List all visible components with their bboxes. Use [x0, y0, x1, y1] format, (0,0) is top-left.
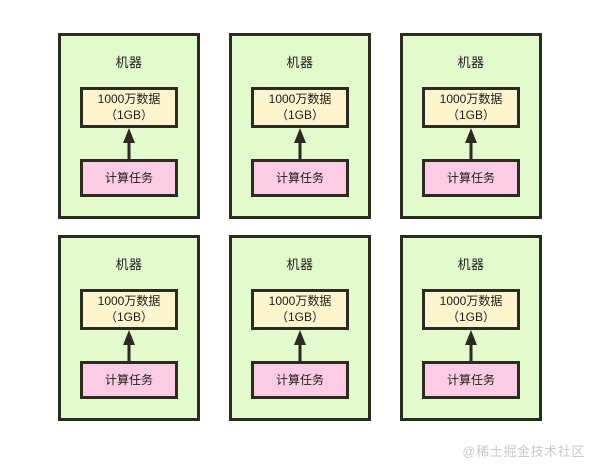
- data-box: 1000万数据 （1GB）: [80, 87, 178, 128]
- data-box: 1000万数据 （1GB）: [80, 289, 178, 330]
- data-box-line2: （1GB）: [446, 309, 495, 324]
- data-box: 1000万数据 （1GB）: [251, 87, 349, 128]
- arrow-up-icon: [464, 330, 478, 361]
- task-box-label: 计算任务: [446, 171, 495, 185]
- data-box-line2: （1GB）: [446, 107, 495, 122]
- arrow-up-icon: [464, 128, 478, 159]
- machine-title: 机器: [457, 55, 485, 70]
- task-box-label: 计算任务: [446, 373, 495, 387]
- data-box-line1: 1000万数据: [439, 92, 503, 107]
- task-box-label: 计算任务: [275, 373, 324, 387]
- task-box-label: 计算任务: [104, 373, 153, 387]
- arrow-up-icon: [122, 128, 136, 159]
- data-box: 1000万数据 （1GB）: [422, 87, 520, 128]
- machine-panel: 机器 1000万数据 （1GB） 计算任务: [229, 33, 371, 219]
- data-box-line2: （1GB）: [275, 107, 324, 122]
- task-box: 计算任务: [80, 159, 178, 197]
- data-box-line1: 1000万数据: [268, 92, 332, 107]
- data-box-line2: （1GB）: [104, 309, 153, 324]
- data-box: 1000万数据 （1GB）: [251, 289, 349, 330]
- task-box-label: 计算任务: [104, 171, 153, 185]
- data-box-line1: 1000万数据: [268, 294, 332, 309]
- data-box-line1: 1000万数据: [97, 294, 161, 309]
- task-box: 计算任务: [251, 361, 349, 399]
- machine-title: 机器: [115, 55, 143, 70]
- data-box-line2: （1GB）: [104, 107, 153, 122]
- machine-title: 机器: [286, 55, 314, 70]
- task-box: 计算任务: [422, 159, 520, 197]
- machine-panel: 机器 1000万数据 （1GB） 计算任务: [400, 235, 542, 421]
- data-box-line1: 1000万数据: [97, 92, 161, 107]
- machine-grid: 机器 1000万数据 （1GB） 计算任务 机器 1000万数据 （1GB）: [58, 33, 542, 421]
- arrow-up-icon: [293, 128, 307, 159]
- arrow-up-icon: [122, 330, 136, 361]
- task-box-label: 计算任务: [275, 171, 324, 185]
- machine-panel: 机器 1000万数据 （1GB） 计算任务: [58, 33, 200, 219]
- machine-panel: 机器 1000万数据 （1GB） 计算任务: [400, 33, 542, 219]
- machine-title: 机器: [286, 257, 314, 272]
- task-box: 计算任务: [80, 361, 178, 399]
- task-box: 计算任务: [422, 361, 520, 399]
- machine-panel: 机器 1000万数据 （1GB） 计算任务: [58, 235, 200, 421]
- data-box: 1000万数据 （1GB）: [422, 289, 520, 330]
- machine-title: 机器: [457, 257, 485, 272]
- data-box-line2: （1GB）: [275, 309, 324, 324]
- data-box-line1: 1000万数据: [439, 294, 503, 309]
- machine-title: 机器: [115, 257, 143, 272]
- task-box: 计算任务: [251, 159, 349, 197]
- watermark: @稀土掘金技术社区: [462, 444, 585, 459]
- arrow-up-icon: [293, 330, 307, 361]
- machine-panel: 机器 1000万数据 （1GB） 计算任务: [229, 235, 371, 421]
